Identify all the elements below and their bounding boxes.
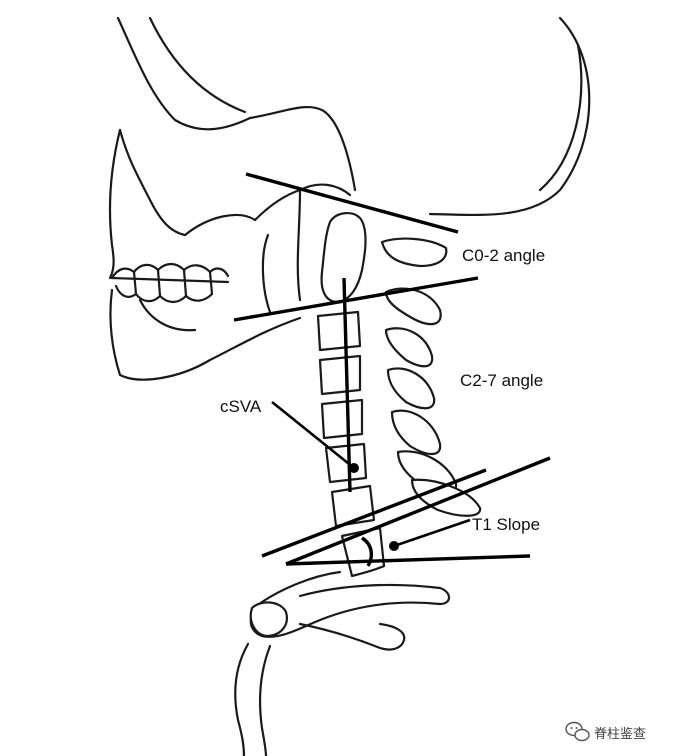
skull-outline <box>108 16 591 381</box>
c7-endplate-line <box>261 468 487 558</box>
spinous-processes <box>380 237 482 517</box>
c02-angle-label: C0-2 angle <box>462 246 545 265</box>
clavicle-shoulder <box>234 570 451 756</box>
t1-slope-leader-dot <box>389 541 399 551</box>
measurement-lines <box>233 172 551 567</box>
teeth <box>110 262 230 304</box>
wechat-icon <box>565 721 590 742</box>
watermark-text: 脊柱鉴查 <box>594 726 646 741</box>
horizontal-reference-line <box>285 554 531 566</box>
c2-plumb-line <box>342 277 352 493</box>
t1-slope-label: T1 Slope <box>472 515 540 534</box>
leaders <box>271 400 471 551</box>
c2-endplate-line <box>233 276 479 322</box>
csva-leader-dot <box>349 463 359 473</box>
csva-leader <box>271 400 355 470</box>
c27-angle-label: C2-7 angle <box>460 371 543 390</box>
watermark: 脊柱鉴查 <box>565 721 646 742</box>
csva-label: cSVA <box>220 397 262 416</box>
mcgregor-line <box>245 172 459 234</box>
t1-slope-arc <box>361 536 374 567</box>
t1-endplate-line <box>285 456 551 566</box>
t1-slope-leader <box>393 518 471 548</box>
